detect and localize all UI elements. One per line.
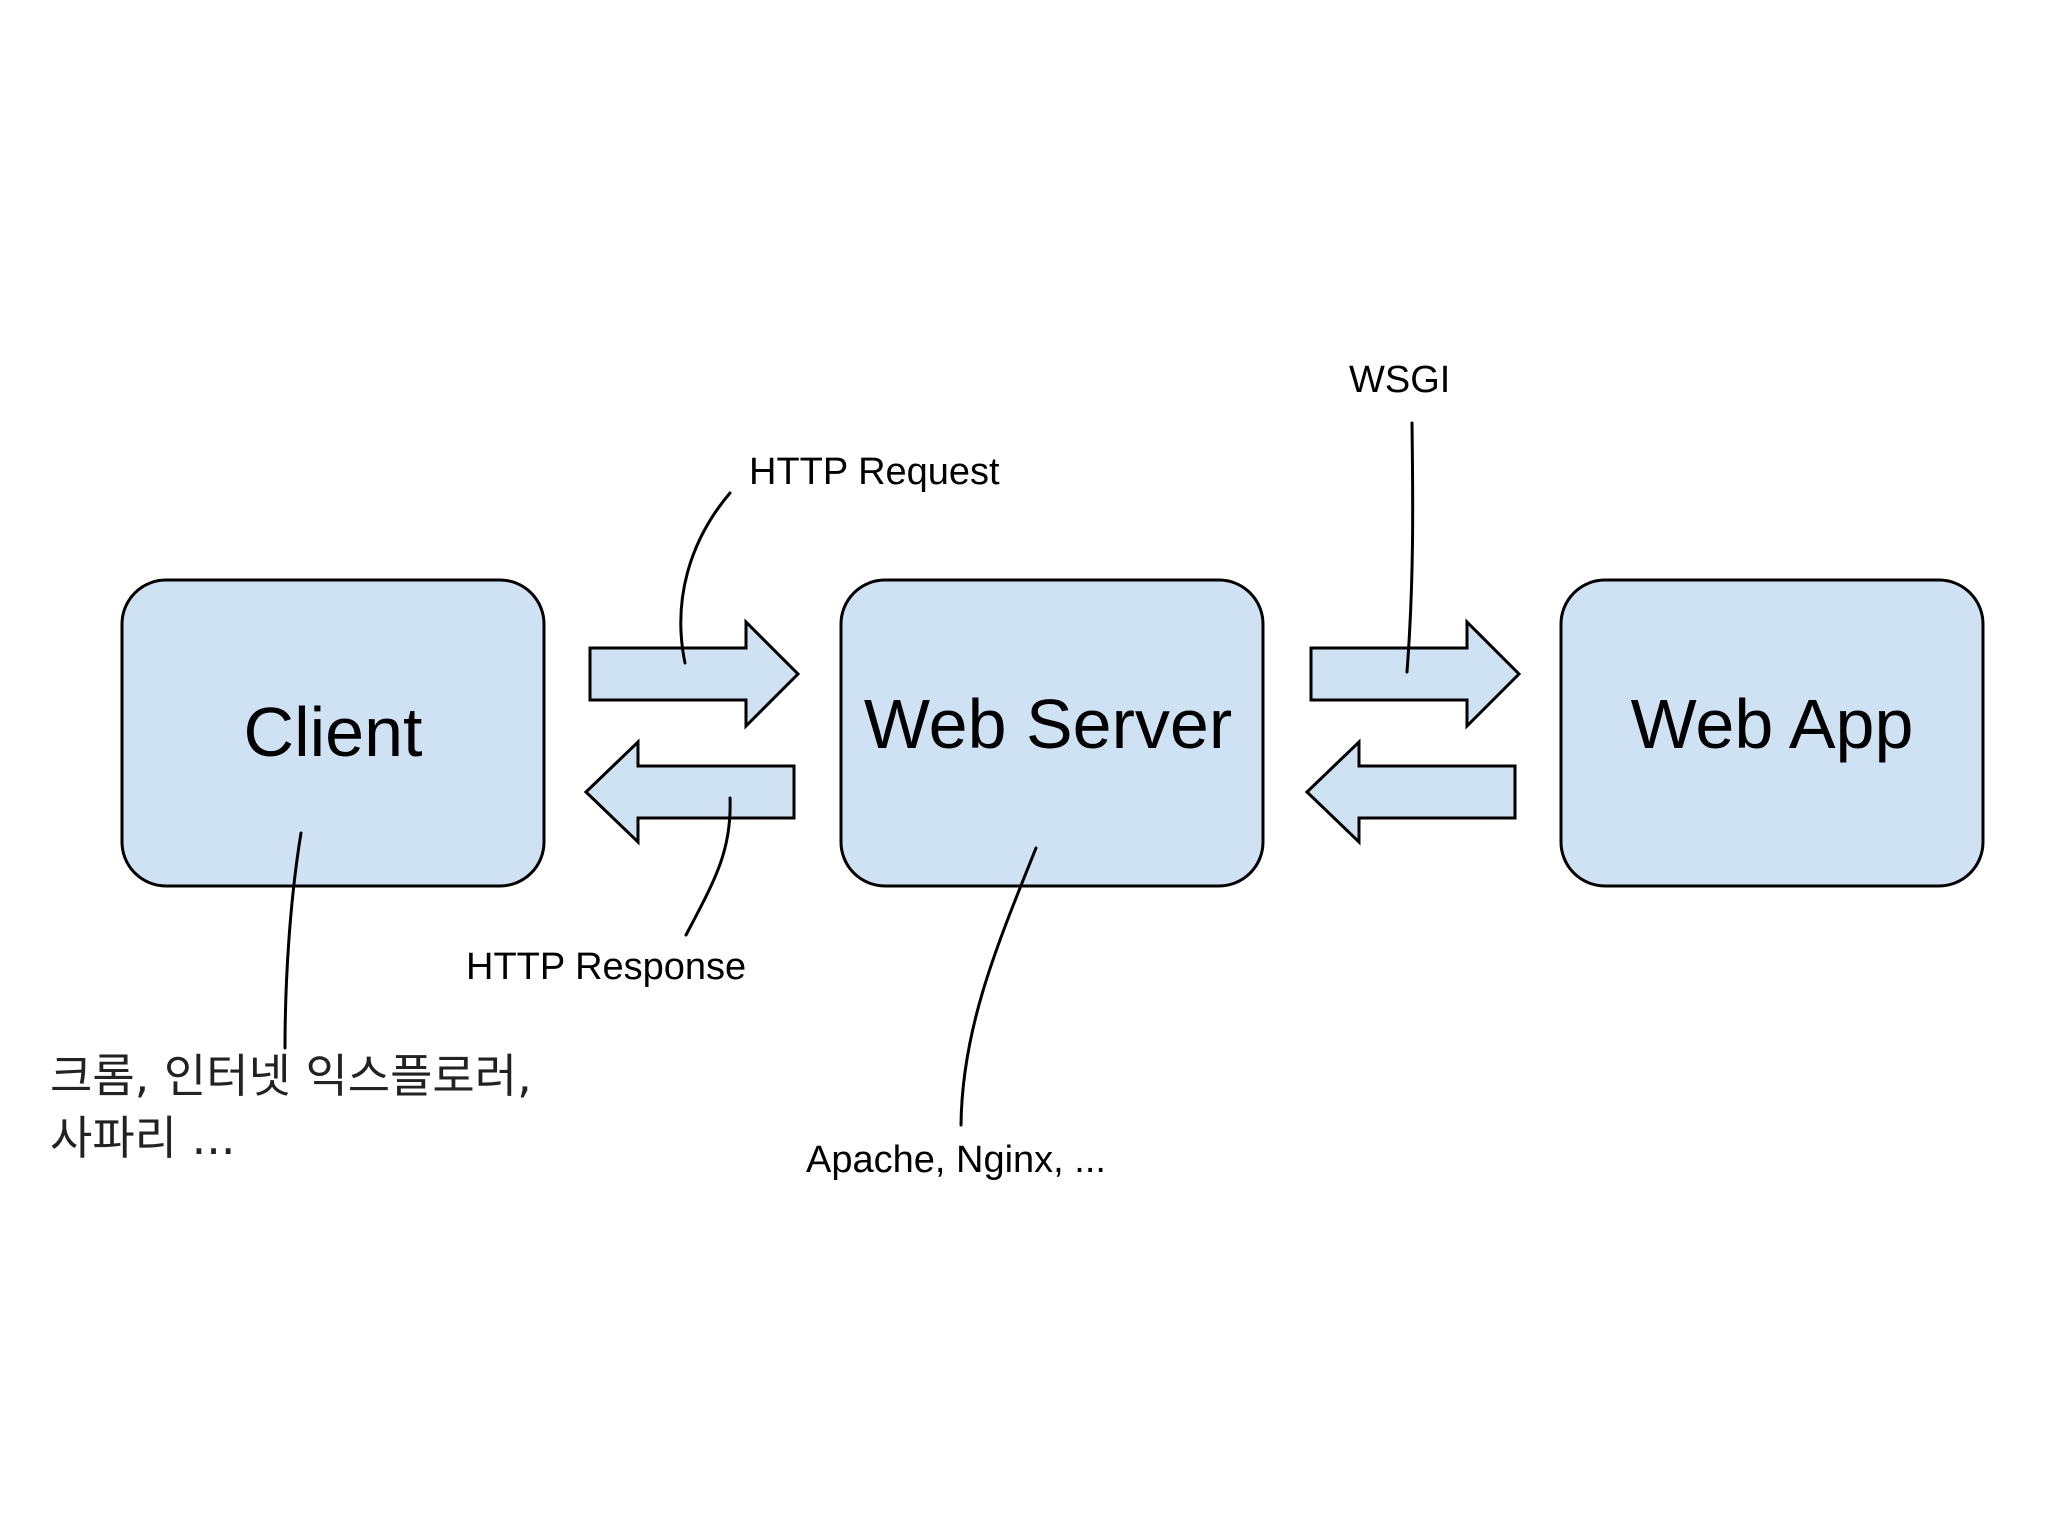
wsgi-callout: [1405, 421, 1415, 674]
http-response-callout: [684, 796, 732, 937]
web-app-box: Web App: [1559, 578, 1985, 888]
web-app-label: Web App: [1631, 685, 1914, 763]
wsgi-label: WSGI: [1349, 359, 1450, 401]
web-server-callout: [959, 846, 1038, 1127]
http-response-label: HTTP Response: [466, 946, 746, 988]
client-callout: [283, 831, 303, 1050]
web-server-label: Web Server: [864, 685, 1232, 763]
response-arrow: [583, 738, 796, 846]
client-examples-line1: 크롬, 인터넷 익스플로러,: [50, 1049, 532, 1103]
http-request-callout: [679, 491, 732, 665]
wsgi-return-arrow: [1304, 738, 1517, 846]
wsgi-forward-arrow: [1309, 618, 1522, 730]
request-arrow: [588, 618, 801, 730]
client-box: Client: [120, 578, 546, 888]
http-request-label: HTTP Request: [749, 451, 1000, 493]
client-examples-line2: 사파리 ...: [50, 1111, 235, 1165]
server-examples-label: Apache, Nginx, ...: [806, 1139, 1106, 1181]
client-label: Client: [244, 693, 423, 771]
web-server-box: Web Server: [839, 578, 1265, 888]
